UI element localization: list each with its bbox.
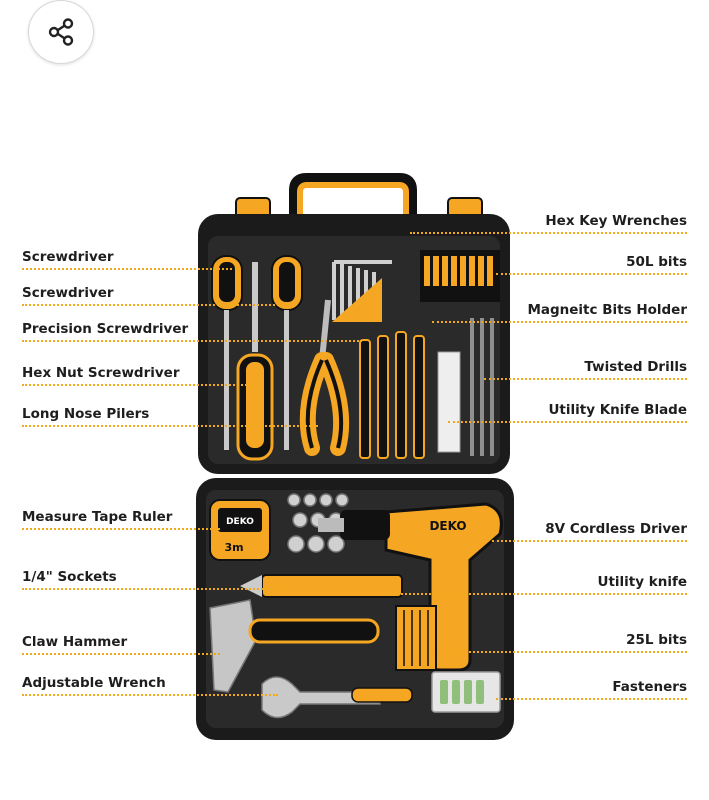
label-screwdriver-2: Screwdriver: [22, 285, 114, 301]
leader-line: [410, 232, 687, 234]
label-screwdriver-1: Screwdriver: [22, 249, 114, 265]
label-sockets: 1/4" Sockets: [22, 569, 117, 585]
label-utility-knife: Utility knife: [597, 574, 688, 590]
label-precision-screwdriver: Precision Screwdriver: [22, 321, 189, 337]
label-25l-bits: 25L bits: [626, 632, 687, 648]
leader-line: [496, 698, 687, 700]
tape-brand-mark: DEKO: [226, 517, 254, 527]
leader-line: [22, 694, 278, 696]
label-hex-nut-screwdriver: Hex Nut Screwdriver: [22, 365, 180, 381]
leader-line: [432, 321, 687, 323]
driver-brand-mark: DEKO: [429, 519, 466, 533]
label-magnetic-bits-holder: Magneitc Bits Holder: [527, 302, 687, 318]
label-cordless-driver: 8V Cordless Driver: [545, 521, 687, 537]
leader-line: [484, 378, 687, 380]
label-hex-key-wrenches: Hex Key Wrenches: [545, 213, 687, 229]
leader-line: [22, 304, 290, 306]
leader-line: [22, 425, 318, 427]
label-50l-bits: 50L bits: [626, 254, 687, 270]
leader-line: [22, 653, 220, 655]
leader-line: [396, 593, 687, 595]
tape-marking: 3m: [224, 541, 243, 554]
label-fasteners: Fasteners: [612, 679, 687, 695]
label-twisted-drills: Twisted Drills: [584, 359, 687, 375]
leader-line: [22, 528, 220, 530]
label-claw-hammer: Claw Hammer: [22, 634, 128, 650]
leader-line: [22, 384, 250, 386]
leader-line: [424, 651, 687, 653]
label-measure-tape-ruler: Measure Tape Ruler: [22, 509, 173, 525]
leader-line: [492, 540, 687, 542]
leader-line: [22, 340, 362, 342]
leader-line: [496, 273, 687, 275]
leader-line: [22, 588, 294, 590]
label-adjustable-wrench: Adjustable Wrench: [22, 675, 166, 691]
share-button[interactable]: [28, 0, 94, 64]
share-icon: [48, 18, 74, 46]
label-utility-knife-blade: Utility Knife Blade: [548, 402, 687, 418]
leader-line: [22, 268, 232, 270]
leader-line: [448, 421, 687, 423]
label-long-nose-pliers: Long Nose Pilers: [22, 406, 150, 422]
